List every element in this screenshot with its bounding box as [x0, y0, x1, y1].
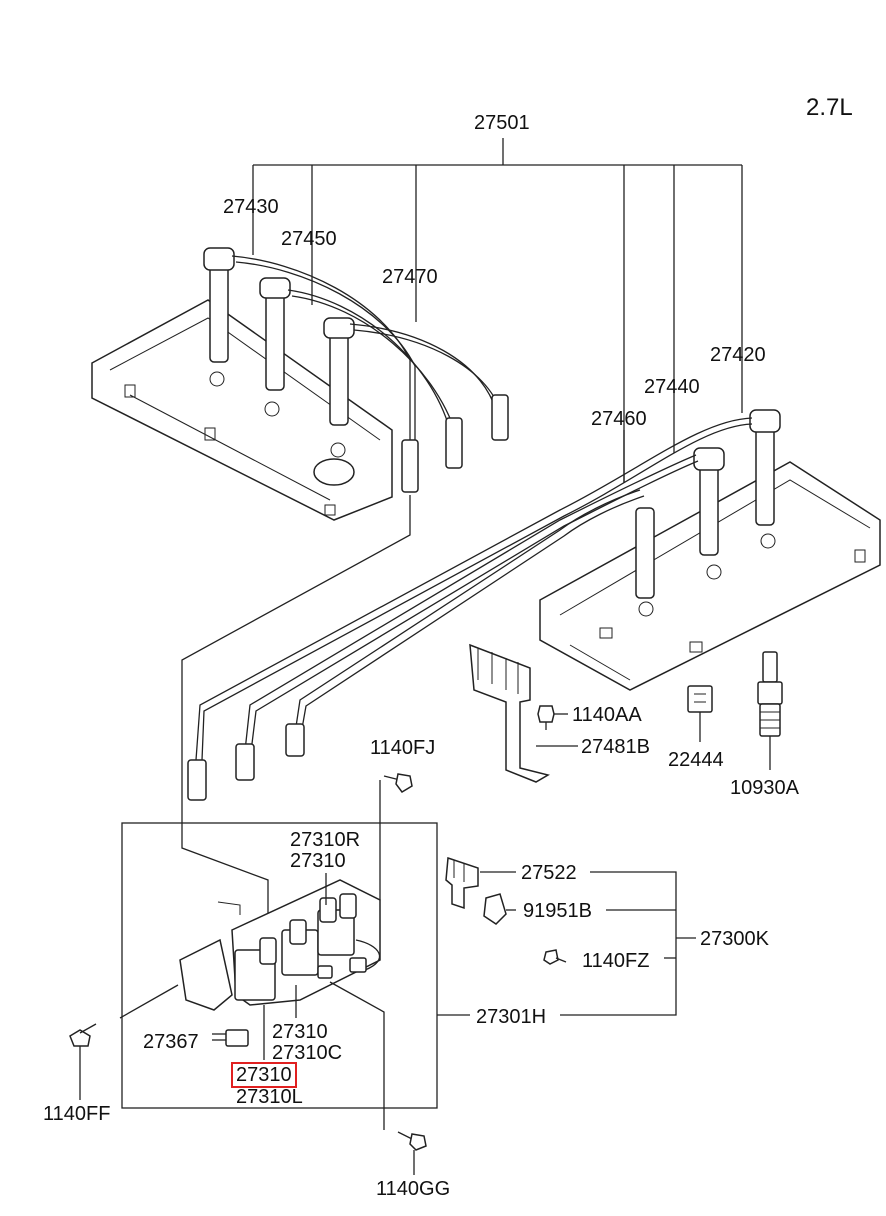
bolt-1140FF — [69, 1023, 97, 1100]
part-label-1140FJ[interactable]: 1140FJ — [370, 737, 436, 759]
coil-leaders — [119, 873, 470, 1130]
part-label-27367[interactable]: 27367 — [143, 1031, 199, 1053]
bracket-27522 — [445, 856, 516, 910]
part-label-27300K[interactable]: 27300K — [700, 928, 769, 950]
part-label-10930A[interactable]: 10930A — [730, 777, 799, 799]
part-label-27301H[interactable]: 27301H — [476, 1006, 547, 1028]
harness-bracket — [469, 643, 578, 783]
part-label-1140GG[interactable]: 1140GG — [376, 1178, 451, 1200]
coil-frame — [121, 822, 438, 1109]
connector-27367 — [212, 1029, 249, 1047]
part-label-27430[interactable]: 27430 — [223, 196, 279, 218]
part-label-27440[interactable]: 27440 — [644, 376, 700, 398]
ignition-coil-assembly — [179, 879, 381, 1011]
leader-left-wire — [181, 495, 411, 925]
right-plug-wires — [187, 409, 781, 801]
part-label-27420[interactable]: 27420 — [710, 344, 766, 366]
part-label-1140FZ[interactable]: 1140FZ — [582, 950, 650, 972]
spark-plug-10930A — [757, 651, 783, 770]
engine-size-label: 2.7L — [806, 94, 853, 121]
part-label-1140AA[interactable]: 1140AA — [572, 704, 642, 726]
part-label-27522[interactable]: 27522 — [521, 862, 577, 884]
part-label-27501[interactable]: 27501 — [474, 112, 530, 134]
left-head-cover — [91, 299, 393, 521]
leader-27300K — [560, 871, 696, 1016]
part-label-27310R[interactable]: 27310R — [290, 829, 361, 851]
part-label-91951B[interactable]: 91951B — [523, 900, 592, 922]
part-label-27310-mid[interactable]: 27310 — [272, 1021, 328, 1043]
bolt-1140AA — [537, 705, 555, 730]
part-label-27310-top[interactable]: 27310 — [290, 850, 346, 872]
part-label-27481B[interactable]: 27481B — [581, 736, 650, 758]
bolt-1140GG — [397, 1131, 427, 1175]
part-label-27460[interactable]: 27460 — [591, 408, 647, 430]
part-label-22444[interactable]: 22444 — [668, 749, 724, 771]
bolt-1140FZ — [543, 949, 567, 965]
clip-91951B — [483, 893, 516, 925]
part-label-27310L[interactable]: 27310L — [236, 1086, 303, 1108]
clip-22444 — [687, 685, 713, 742]
part-label-1140FF[interactable]: 1140FF — [43, 1103, 111, 1125]
part-label-27470[interactable]: 27470 — [382, 266, 438, 288]
part-label-27310C[interactable]: 27310C — [272, 1042, 343, 1064]
part-label-27310-selected[interactable]: 27310 — [231, 1062, 297, 1088]
part-label-27450[interactable]: 27450 — [281, 228, 337, 250]
leader-27501 — [252, 138, 743, 483]
left-plug-wires — [203, 247, 509, 493]
